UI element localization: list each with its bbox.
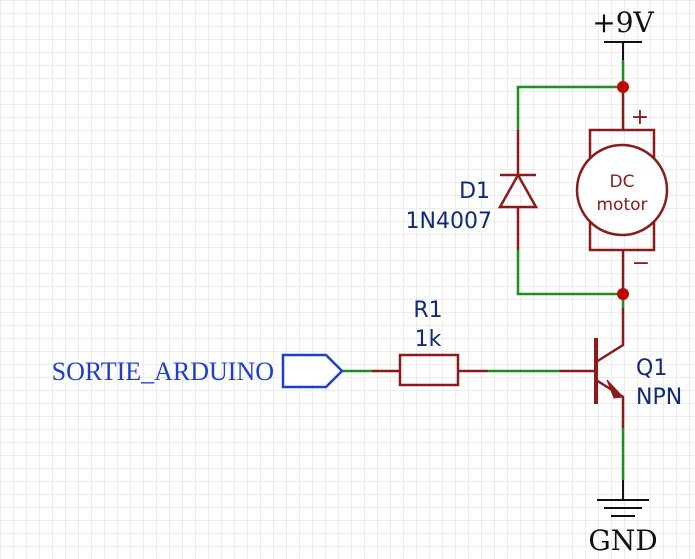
diode-symbol	[497, 130, 539, 250]
transistor-ref: Q1	[636, 356, 667, 381]
diode-value: 1N4007	[406, 209, 492, 234]
supply-symbol: +9V	[592, 6, 655, 60]
transistor-symbol	[560, 308, 625, 428]
resistor-value: 1k	[415, 327, 442, 352]
wire-diode-bottom	[516, 250, 623, 296]
resistor-symbol	[372, 353, 488, 387]
input-net-flag	[281, 353, 344, 389]
input-net-label: SORTIE_ARDUINO	[52, 357, 274, 386]
motor-symbol	[575, 87, 669, 294]
motor-label-2: motor	[596, 195, 647, 215]
wire-diode-top	[516, 85, 623, 130]
diode-ref: D1	[459, 179, 490, 204]
ground-symbol	[597, 480, 649, 517]
resistor-ref: R1	[413, 298, 442, 323]
transistor-value: NPN	[636, 385, 682, 410]
motor-label-1: DC	[610, 172, 635, 192]
supply-label: +9V	[592, 6, 654, 39]
ground-label: GND	[588, 524, 657, 557]
motor-plus: +	[631, 105, 649, 130]
motor-minus: −	[632, 251, 650, 276]
wires	[342, 60, 625, 480]
emitter-arrow	[606, 379, 625, 399]
